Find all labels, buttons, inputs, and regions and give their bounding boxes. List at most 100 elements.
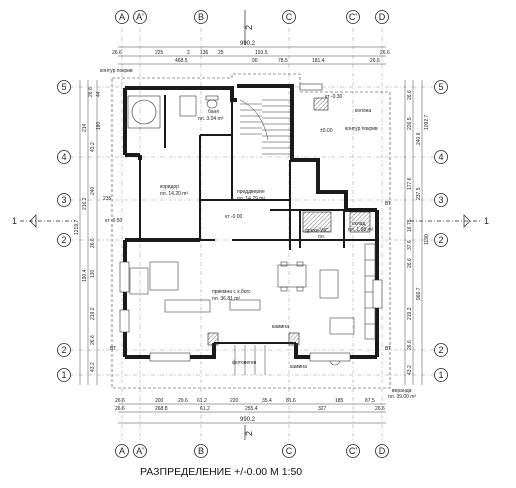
- axis-label-right-2b: 2: [438, 345, 443, 355]
- right-dimension-lines: [404, 80, 423, 385]
- room-wc-name: дрехи-WC: [305, 228, 329, 234]
- room-bathroom-area: пл. 3.04 m²: [198, 116, 224, 122]
- axis-label-top-d: D: [379, 12, 386, 22]
- bt-label-3: ВТ: [385, 346, 391, 352]
- room-living-area: пл. 36.81 m²: [212, 296, 240, 302]
- axis-label-left-2a: 2: [61, 235, 66, 245]
- left-dimension-lines: [79, 80, 98, 385]
- left-dim-13: 26.6: [90, 335, 96, 345]
- right-dim-3: 240.6: [416, 132, 422, 145]
- stairs: [239, 99, 290, 155]
- room-corridor-area: пл. 14.20 m²: [160, 191, 188, 197]
- top-dim-4: 136: [200, 50, 209, 56]
- axis-bubbles-bottom: [115, 444, 389, 458]
- axis-label-bottom-a2: A': [136, 446, 144, 456]
- left-dim-8: 216.2: [82, 197, 88, 210]
- fireplace-label: камина: [272, 324, 289, 330]
- bottom-dim-2: 200: [155, 398, 164, 404]
- right-dim-1: 26.6: [407, 90, 413, 100]
- room-bathroom-name: баня: [208, 109, 219, 115]
- room-wc-area: пл.: [318, 234, 325, 240]
- axis-bubbles-right: [434, 80, 448, 382]
- axis-grid-vertical: [121, 28, 383, 440]
- axis-label-left-3: 3: [61, 195, 66, 205]
- left-dim-9: 26.6: [90, 238, 96, 248]
- bottom-dim-5: 220: [230, 398, 239, 404]
- right-dim-7: 16.75: [407, 219, 413, 232]
- right-dim-11: 966.7: [416, 287, 422, 300]
- contour-label-right: контур покрив: [345, 126, 378, 132]
- top-total-dim: 990.2: [240, 41, 256, 47]
- right-dim-4: 1092.7: [424, 114, 430, 130]
- left-dim-2: 44: [96, 91, 102, 97]
- bottom-dim-7: 81.6: [286, 398, 296, 404]
- room-storage-area: пл. 1.98 m²: [348, 227, 374, 233]
- axis-label-left-5: 5: [61, 82, 66, 92]
- axis-label-top-c: C: [286, 12, 293, 22]
- axis-label-right-4: 4: [438, 152, 443, 162]
- top-dim-5: 25: [218, 50, 224, 56]
- section-label-left: 1: [12, 216, 17, 226]
- bottom-dim-9: 87.5: [365, 398, 375, 404]
- section-mark-horizontal: [20, 214, 480, 228]
- left-dim-14: 43.2: [90, 362, 96, 372]
- bottom-dim-11: 268.8: [155, 406, 168, 412]
- axis-label-bottom-d: D: [379, 446, 386, 456]
- roof-contour: [111, 73, 391, 389]
- veranda-steps: [234, 345, 266, 375]
- axis-label-left-2b: 2: [61, 345, 66, 355]
- axis-bubbles-left: [57, 80, 71, 382]
- right-dim-8: 37.6: [407, 240, 413, 250]
- walls: [123, 84, 379, 359]
- right-dim-2: 226.5: [407, 117, 413, 130]
- axis-label-bottom-c2: C': [349, 446, 357, 456]
- left-dim-10: 130: [90, 269, 96, 278]
- bottom-dim-12: 61.2: [200, 406, 210, 412]
- axis-label-right-2a: 2: [438, 235, 443, 245]
- bathroom-fixtures: [127, 95, 219, 129]
- room-vestibule-area: пл. 14.29 m²: [237, 196, 265, 202]
- right-dim-14: 43.2: [407, 365, 413, 375]
- bottom-dimension-lines: [118, 403, 386, 424]
- bottom-dim-14: 327: [318, 406, 327, 412]
- right-dim-10: 26.6: [407, 258, 413, 268]
- top-dim-8: 468.5: [175, 58, 188, 64]
- left-dim-4: 43.2: [90, 142, 96, 152]
- axis-label-right-5: 5: [438, 82, 443, 92]
- room-storage-name: склад: [352, 221, 365, 227]
- bottom-dim-8: 185: [335, 398, 344, 404]
- axis-label-top-a: A: [119, 12, 125, 22]
- level-label-right: кт -0.00: [225, 214, 243, 220]
- column-label: колона: [355, 108, 371, 114]
- right-dim-13: 26.6: [407, 340, 413, 350]
- top-dim-7: 26.6: [380, 50, 390, 56]
- fireplace-label-2: камина: [290, 364, 307, 370]
- drawing-title: РАЗПРЕДЕЛЕНИЕ +/-0.00 М 1:50: [140, 466, 303, 478]
- top-dim-12: 26.6: [370, 58, 380, 64]
- axis-label-top-b: B: [198, 12, 204, 22]
- left-dim-7: 240: [90, 186, 96, 195]
- left-dim-6: 235: [103, 196, 112, 202]
- axis-label-left-4: 4: [61, 152, 66, 162]
- room-veranda-area: пл. 39.00 m²: [388, 394, 416, 400]
- section-label-bottom: 2: [244, 431, 254, 436]
- right-dim-12: 219.2: [407, 307, 413, 320]
- bottom-dim-15: 26.6: [375, 406, 385, 412]
- left-dim-12: 219.2: [90, 307, 96, 320]
- right-dim-9: 1190: [424, 234, 430, 245]
- level-label-left: кт -0.50: [105, 218, 123, 224]
- bottom-dim-10: 26.6: [115, 406, 125, 412]
- right-dim-5: 177.6: [407, 177, 413, 190]
- level-label-top: кт -0.30: [325, 94, 343, 100]
- axis-label-right-1: 1: [438, 370, 443, 380]
- interior-walls: [139, 95, 377, 344]
- room-living-name: приемна с к.богс: [212, 289, 251, 295]
- photo-label: фотовеген: [232, 360, 257, 366]
- axis-label-bottom-a: A: [119, 446, 125, 456]
- bottom-dim-3: 29.6: [178, 398, 188, 404]
- furniture: [129, 243, 376, 366]
- room-corridor-name: коридор: [160, 184, 179, 190]
- contour-label-left: контур покрив: [100, 68, 133, 74]
- bottom-dim-6: 35.4: [262, 398, 272, 404]
